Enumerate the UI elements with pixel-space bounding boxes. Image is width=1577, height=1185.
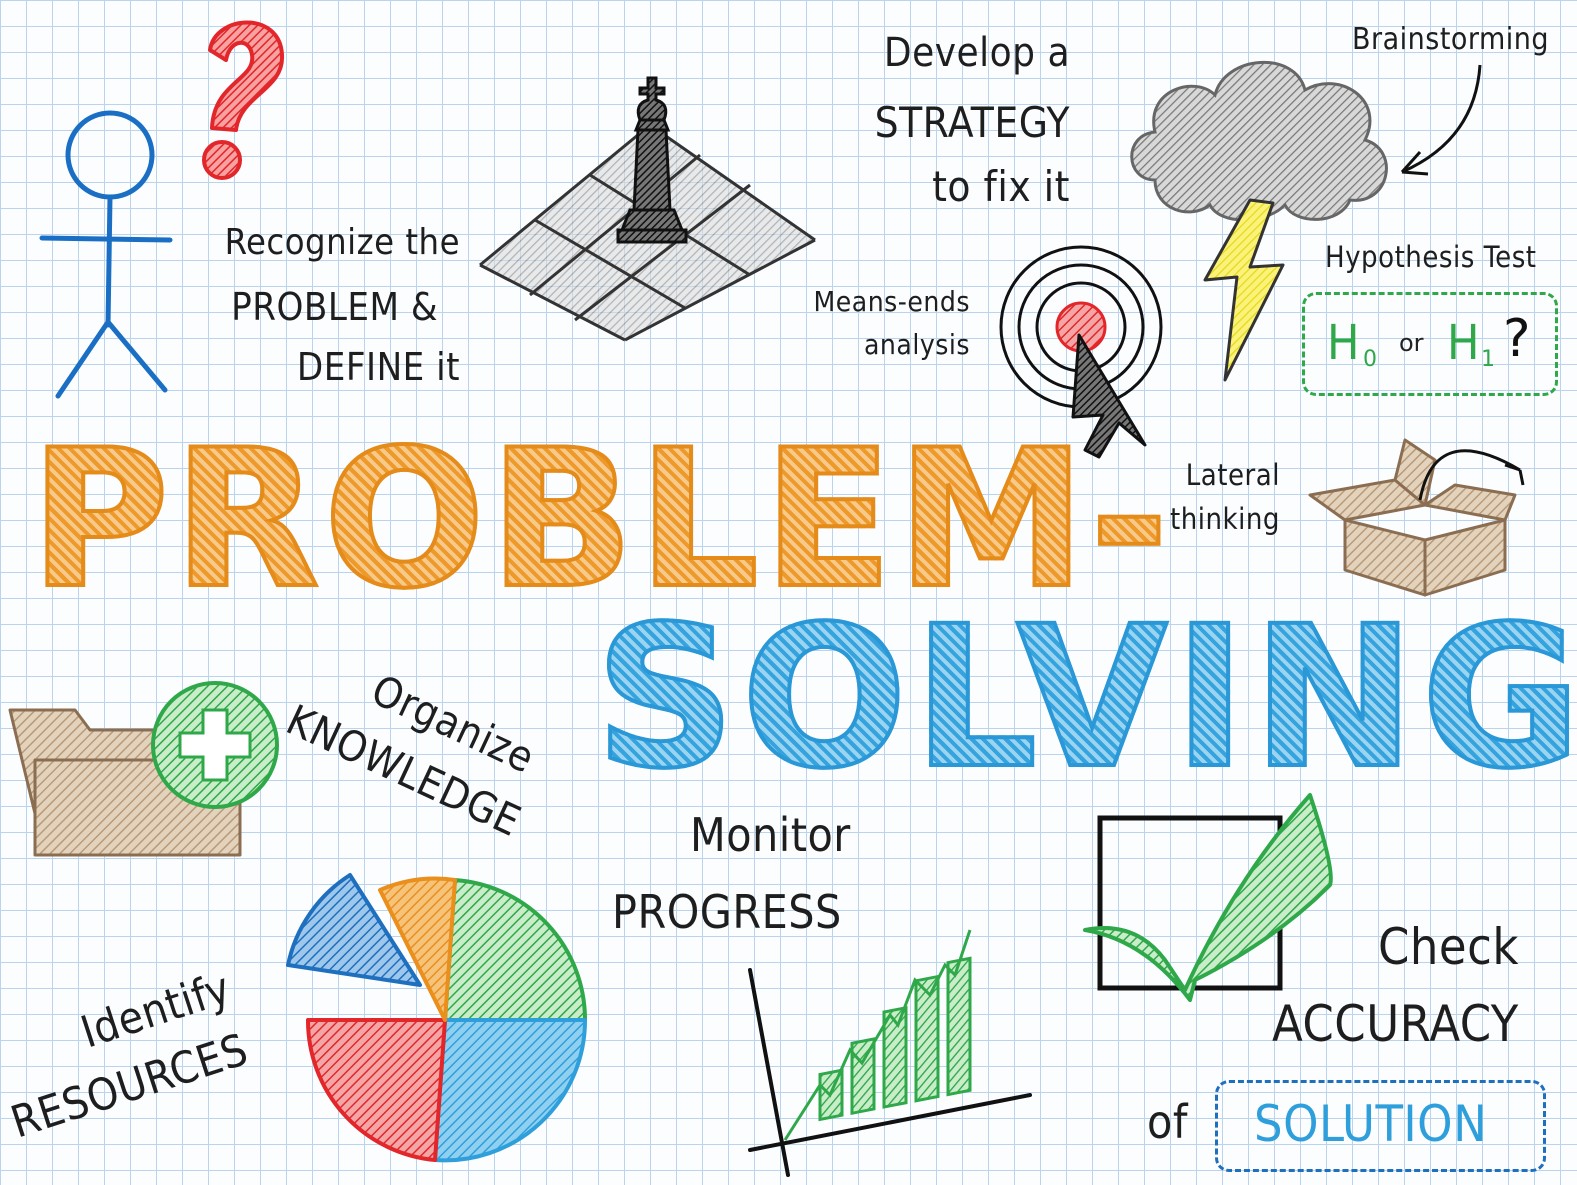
monitor-line2: PROGRESS bbox=[612, 885, 842, 939]
curved-arrow-icon bbox=[1400, 64, 1482, 176]
lateral-line1: Lateral bbox=[1185, 458, 1280, 492]
lateral-line2: thinking bbox=[1169, 502, 1280, 536]
checkbox-icon bbox=[1083, 793, 1333, 1002]
recognize-line2: PROBLEM & bbox=[231, 285, 438, 329]
strategy-line2: STRATEGY bbox=[874, 98, 1070, 147]
means-ends-line1: Means-ends bbox=[813, 285, 970, 318]
brainstorming-label: Brainstorming bbox=[1352, 22, 1550, 57]
h0-symbol: H bbox=[1327, 315, 1360, 371]
growth-chart-icon bbox=[748, 929, 1032, 1177]
folder-add-icon bbox=[8, 681, 279, 857]
hypothesis-box: H 0 or H 1 ? bbox=[1302, 292, 1558, 396]
check-line2: ACCURACY bbox=[1272, 995, 1519, 1053]
question-symbol: ? bbox=[1503, 309, 1531, 369]
h0-subscript: 0 bbox=[1363, 347, 1377, 372]
h1-symbol: H bbox=[1447, 315, 1480, 371]
title-problem: PROBLEM- bbox=[28, 409, 1173, 630]
check-of: of bbox=[1147, 1095, 1188, 1149]
cursor-arrow-icon bbox=[1071, 333, 1147, 459]
title-solving: SOLVING bbox=[593, 598, 1577, 797]
stick-figure-icon bbox=[39, 110, 173, 399]
strategy-line3: to fix it bbox=[932, 162, 1070, 211]
check-mark-icon bbox=[1083, 793, 1333, 1002]
h1-subscript: 1 bbox=[1481, 347, 1495, 372]
monitor-line1: Monitor bbox=[690, 808, 851, 862]
check-line1: Check bbox=[1378, 918, 1519, 976]
solution-box: SOLUTION bbox=[1215, 1080, 1546, 1172]
open-box-icon bbox=[1308, 438, 1525, 597]
plus-icon bbox=[178, 708, 252, 782]
solution-label: SOLUTION bbox=[1254, 1095, 1488, 1153]
or-label: or bbox=[1399, 329, 1424, 357]
target-icon bbox=[999, 245, 1163, 459]
strategy-line1: Develop a bbox=[883, 30, 1070, 76]
means-ends-line2: analysis bbox=[864, 328, 970, 361]
recognize-line1: Recognize the bbox=[224, 222, 460, 263]
lightning-icon bbox=[1203, 198, 1285, 382]
hypothesis-label: Hypothesis Test bbox=[1325, 240, 1537, 274]
chess-king-icon bbox=[479, 76, 816, 342]
pie-chart-icon bbox=[286, 873, 588, 1163]
question-mark-icon bbox=[202, 20, 285, 180]
recognize-line3: DEFINE it bbox=[296, 345, 460, 389]
